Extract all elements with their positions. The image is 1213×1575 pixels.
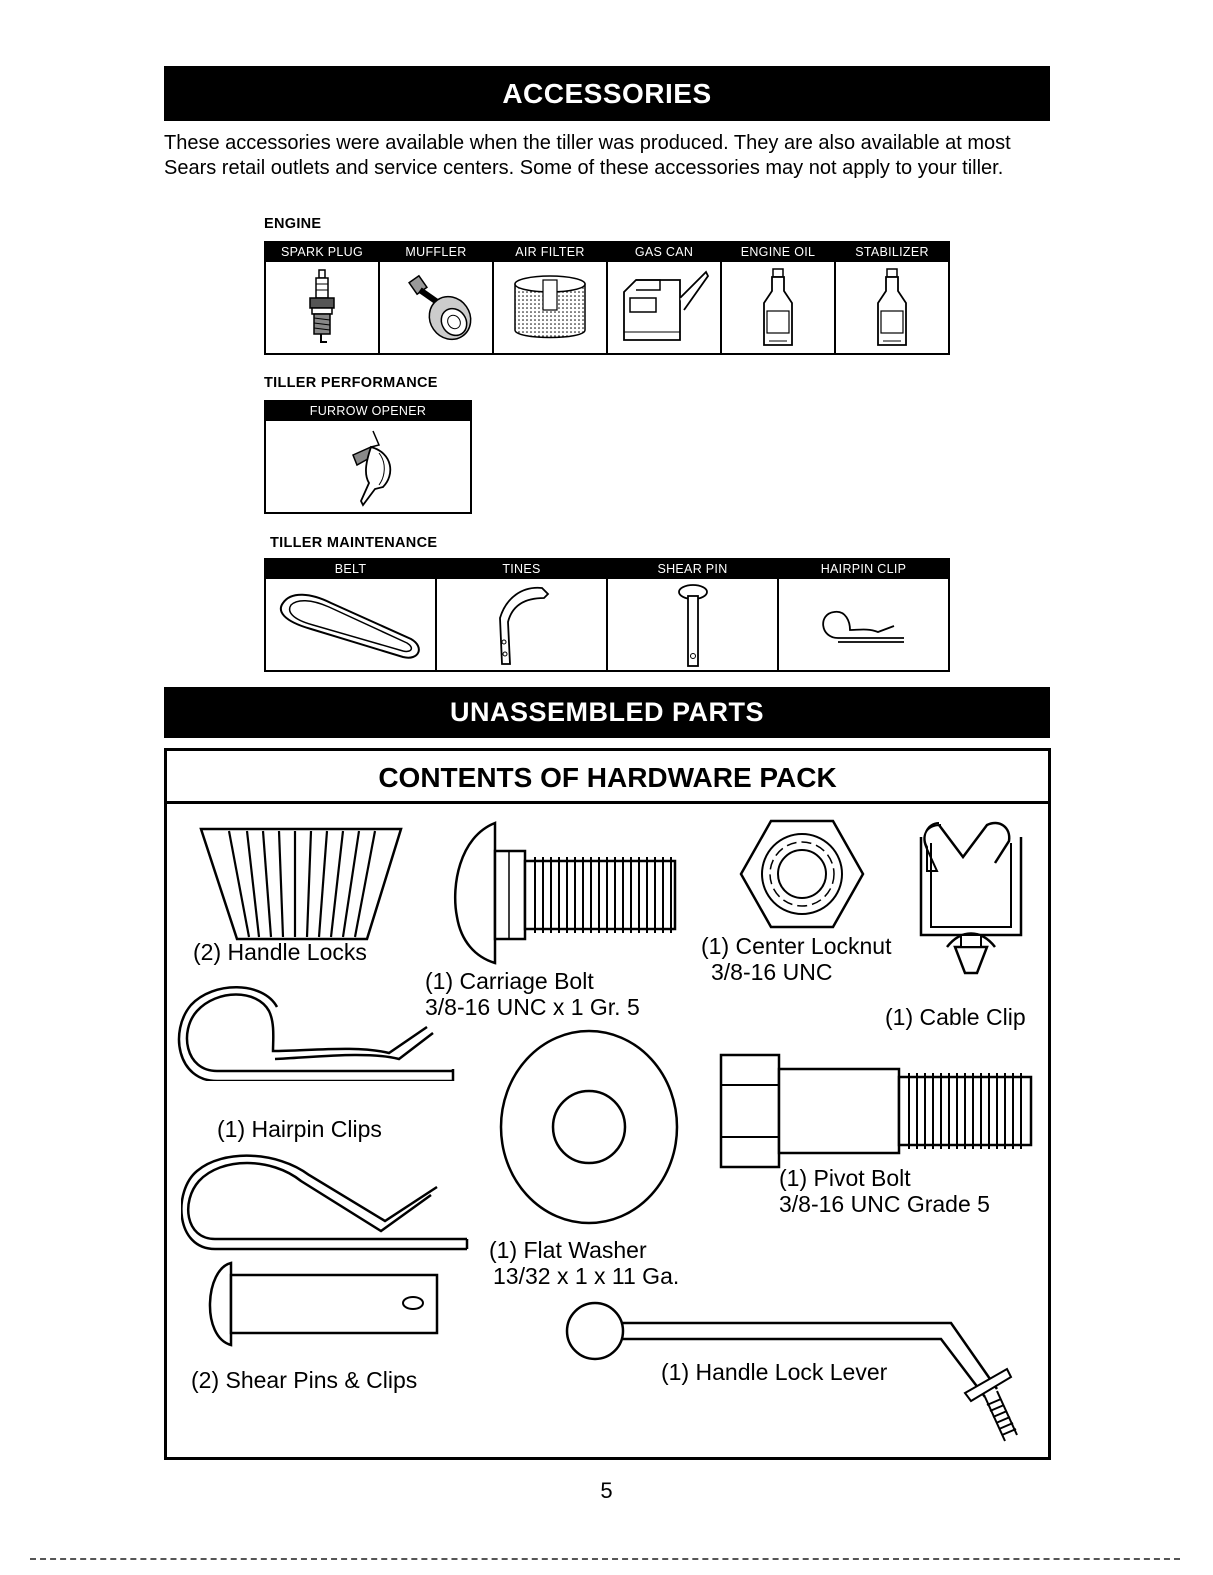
pivot-bolt-illustration	[719, 1053, 1033, 1169]
hairpin-clip-large-illustration	[181, 1154, 469, 1251]
carriage-bolt-label: (1) Carriage Bolt	[425, 968, 594, 994]
accessories-heading: ACCESSORIES	[164, 66, 1050, 121]
pivot-bolt-spec: 3/8-16 UNC Grade 5	[779, 1191, 990, 1217]
accessory-muffler: MUFFLER	[380, 243, 494, 353]
accessory-name: BELT	[266, 560, 435, 579]
maintenance-accessories-grid: BELT TINES SHEAR PIN HAIRP	[264, 558, 950, 672]
accessory-hairpin-clip: HAIRPIN CLIP	[779, 560, 948, 670]
bottom-rule	[30, 1558, 1180, 1560]
hairpin-clip-illustration	[177, 986, 455, 1081]
tiller-performance-label: TILLER PERFORMANCE	[264, 375, 438, 391]
furrow-opener-icon	[266, 421, 470, 512]
accessory-name: AIR FILTER	[494, 243, 606, 262]
hardware-pack-box: CONTENTS OF HARDWARE PACK (2) Handle Loc…	[164, 748, 1051, 1460]
page-number: 5	[600, 1478, 613, 1503]
pivot-bolt-label: (1) Pivot Bolt	[779, 1165, 911, 1191]
carriage-bolt-illustration	[453, 821, 677, 965]
tine-icon	[437, 579, 606, 670]
flat-washer-label: (1) Flat Washer	[489, 1237, 647, 1263]
accessory-name: STABILIZER	[836, 243, 948, 262]
cable-clip-illustration	[919, 821, 1023, 975]
unassembled-parts-heading: UNASSEMBLED PARTS	[164, 687, 1050, 738]
accessory-spark-plug: SPARK PLUG	[266, 243, 380, 353]
performance-accessories-grid: FURROW OPENER	[264, 400, 472, 514]
oil-bottle-icon	[722, 262, 834, 353]
cable-clip-label: (1) Cable Clip	[885, 1004, 1026, 1030]
belt-icon	[266, 579, 435, 670]
accessory-name: ENGINE OIL	[722, 243, 834, 262]
shear-pins-label: (2) Shear Pins & Clips	[191, 1367, 418, 1393]
accessory-tines: TINES	[437, 560, 608, 670]
accessory-stabilizer: STABILIZER	[836, 243, 948, 353]
accessory-name: SPARK PLUG	[266, 243, 378, 262]
accessory-name: GAS CAN	[608, 243, 720, 262]
accessory-gas-can: GAS CAN	[608, 243, 722, 353]
handle-lock-lever-label: (1) Handle Lock Lever	[661, 1359, 888, 1385]
shear-pin-icon	[608, 579, 777, 670]
accessory-air-filter: AIR FILTER	[494, 243, 608, 353]
accessory-shear-pin: SHEAR PIN	[608, 560, 779, 670]
accessory-engine-oil: ENGINE OIL	[722, 243, 836, 353]
engine-accessories-grid: SPARK PLUG MUFFLER	[264, 241, 950, 355]
flat-washer-spec: 13/32 x 1 x 11 Ga.	[493, 1263, 680, 1289]
carriage-bolt-spec: 3/8-16 UNC x 1 Gr. 5	[425, 994, 640, 1020]
accessory-name: SHEAR PIN	[608, 560, 777, 579]
engine-label: ENGINE	[264, 216, 322, 232]
accessory-name: HAIRPIN CLIP	[779, 560, 948, 579]
accessory-belt: BELT	[266, 560, 437, 670]
flat-washer-illustration	[499, 1029, 679, 1225]
center-locknut-spec: 3/8-16 UNC	[711, 959, 833, 985]
center-locknut-label: (1) Center Locknut	[701, 933, 892, 959]
tiller-maintenance-label: TILLER MAINTENANCE	[270, 535, 438, 551]
center-locknut-illustration	[739, 819, 865, 929]
accessory-furrow-opener: FURROW OPENER	[266, 402, 470, 512]
spark-plug-icon	[266, 262, 378, 353]
hairpin-clip-icon	[779, 579, 948, 670]
gas-can-icon	[608, 262, 720, 353]
handle-lock-lever-illustration	[565, 1301, 1018, 1442]
accessories-intro: These accessories were available when th…	[164, 132, 1011, 179]
accessory-name: TINES	[437, 560, 606, 579]
handle-locks-label: (2) Handle Locks	[193, 939, 367, 965]
accessory-name: MUFFLER	[380, 243, 492, 262]
hairpin-clips-label: (1) Hairpin Clips	[217, 1116, 382, 1142]
muffler-icon	[380, 262, 492, 353]
hardware-pack-title: CONTENTS OF HARDWARE PACK	[167, 751, 1048, 804]
accessory-name: FURROW OPENER	[266, 402, 470, 421]
air-filter-icon	[494, 262, 606, 353]
handle-locks-illustration	[199, 827, 403, 941]
stabilizer-bottle-icon	[836, 262, 948, 353]
shear-pin-illustration	[208, 1261, 439, 1347]
